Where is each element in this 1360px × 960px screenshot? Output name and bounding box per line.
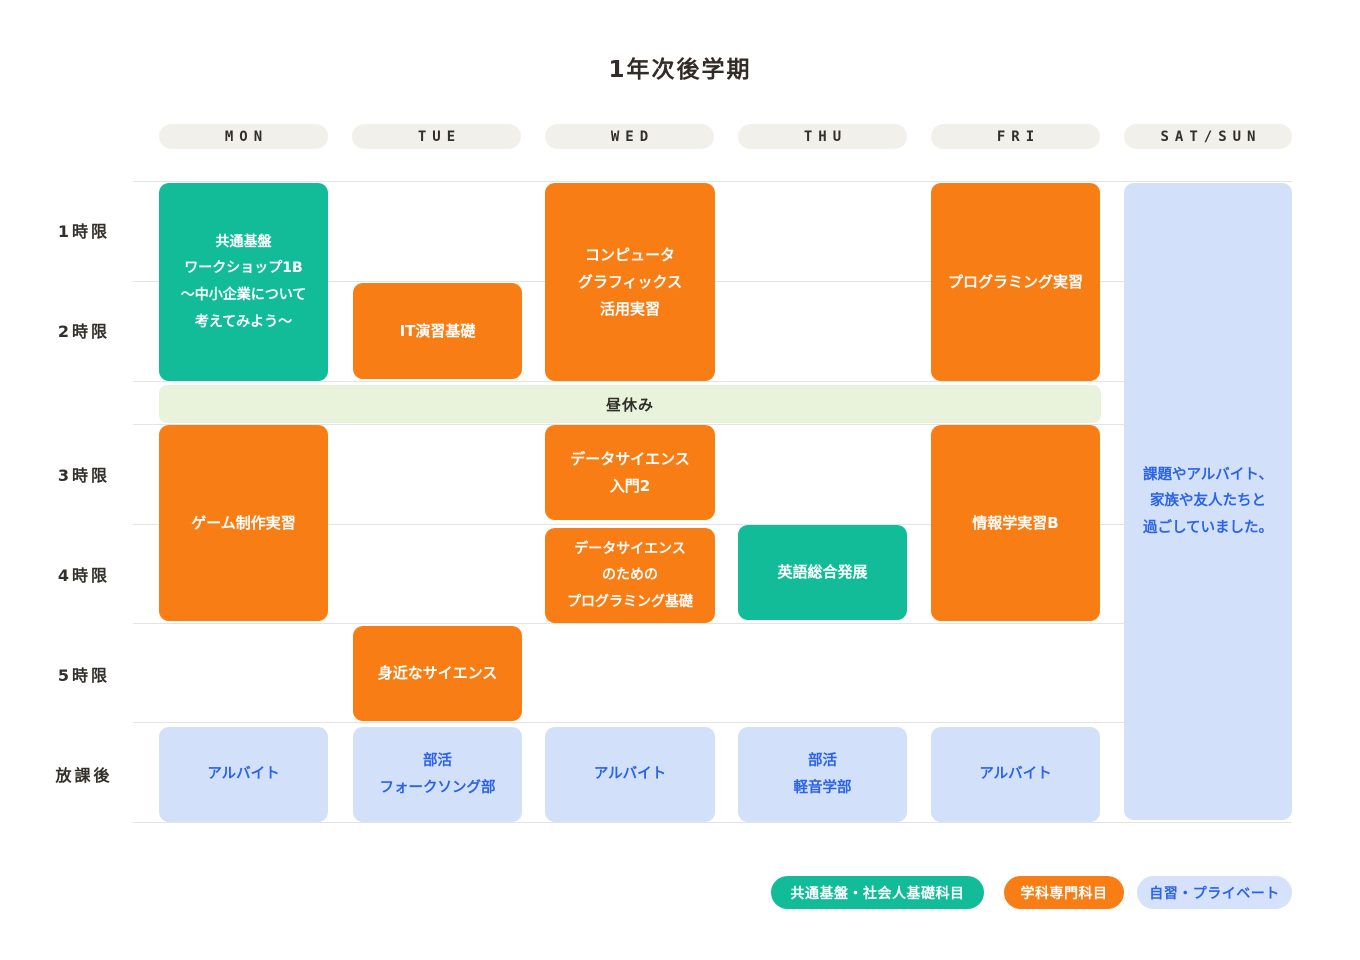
day-header-satsun-label: SAT/SUN	[1160, 128, 1262, 145]
class-cell-mon-game: ゲーム制作実習	[159, 425, 328, 621]
day-header-wed-label: WED	[610, 128, 655, 145]
gridline	[133, 381, 1292, 382]
period-label-1: 1時限	[57, 222, 111, 241]
day-header-tue-label: TUE	[417, 128, 462, 145]
class-cell-wed-cg-label: コンピュータ グラフィックス 活用実習	[577, 245, 683, 318]
day-header-thu-label: THU	[803, 128, 848, 145]
day-header-wed: WED	[545, 124, 714, 149]
class-cell-fri-informatics-label: 情報学実習B	[972, 513, 1059, 532]
afterschool-cell-thu: 部活 軽音学部	[738, 727, 907, 822]
day-header-fri-label: FRI	[996, 128, 1041, 145]
day-header-mon: MON	[159, 124, 328, 149]
legend-major-subjects-label: 学科専門科目	[1020, 885, 1108, 902]
lunch-break-label: 昼休み	[605, 395, 654, 414]
gridline	[133, 424, 1292, 425]
class-cell-tue-science: 身近なサイエンス	[353, 626, 522, 721]
weekend-note-cell: 課題やアルバイト、 家族や友人たちと 過ごしていました。	[1124, 183, 1292, 820]
class-cell-mon-workshop-label: 共通基盤 ワークショップ1B 〜中小企業について 考えてみよう〜	[180, 233, 307, 330]
legend-major-subjects: 学科専門科目	[1004, 876, 1124, 909]
class-cell-tue-it-basics: IT演習基礎	[353, 283, 522, 379]
day-header-satsun: SAT/SUN	[1124, 124, 1292, 149]
gridline	[133, 822, 1292, 823]
class-cell-fri-programming: プログラミング実習	[931, 183, 1100, 381]
afterschool-cell-fri: アルバイト	[931, 727, 1100, 822]
class-cell-thu-english: 英語総合発展	[738, 525, 907, 620]
afterschool-cell-wed: アルバイト	[545, 727, 715, 822]
class-cell-wed-ds-intro: データサイエンス 入門2	[545, 425, 715, 520]
class-cell-mon-workshop: 共通基盤 ワークショップ1B 〜中小企業について 考えてみよう〜	[159, 183, 328, 381]
period-label-2: 2時限	[57, 322, 111, 341]
gridline	[133, 181, 1292, 182]
page-title: 1年次後学期	[608, 57, 752, 83]
day-header-thu: THU	[738, 124, 907, 149]
gridline	[133, 623, 1292, 624]
class-cell-wed-cg: コンピュータ グラフィックス 活用実習	[545, 183, 715, 381]
class-cell-tue-science-label: 身近なサイエンス	[377, 664, 498, 682]
gridline	[133, 524, 1292, 525]
weekend-note-label: 課題やアルバイト、 家族や友人たちと 過ごしていました。	[1142, 467, 1274, 536]
legend-private-study: 自習・プライベート	[1137, 876, 1292, 909]
class-cell-wed-ds-prog: データサイエンス のための プログラミング基礎	[545, 528, 715, 623]
period-label-5: 5時限	[57, 666, 111, 685]
period-label-afterschool: 放課後	[55, 766, 113, 785]
afterschool-cell-wed-label: アルバイト	[593, 766, 667, 783]
class-cell-wed-ds-prog-label: データサイエンス のための プログラミング基礎	[567, 540, 693, 610]
day-header-mon-label: MON	[224, 128, 269, 145]
afterschool-cell-mon: アルバイト	[159, 727, 328, 822]
afterschool-cell-tue-label: 部活 フォークソング部	[379, 753, 496, 796]
class-cell-fri-informatics: 情報学実習B	[931, 425, 1100, 621]
legend-private-study-label: 自習・プライベート	[1149, 885, 1280, 902]
period-label-3: 3時限	[57, 466, 111, 485]
class-cell-fri-programming-label: プログラミング実習	[947, 272, 1083, 291]
class-cell-wed-ds-intro-label: データサイエンス 入門2	[570, 449, 690, 495]
afterschool-cell-tue: 部活 フォークソング部	[353, 727, 522, 822]
legend-common-subjects: 共通基盤・社会人基礎科目	[771, 876, 984, 909]
class-cell-mon-game-label: ゲーム制作実習	[191, 513, 296, 532]
gridline	[133, 722, 1292, 723]
lunch-break-band: 昼休み	[159, 385, 1101, 423]
legend-common-subjects-label: 共通基盤・社会人基礎科目	[790, 885, 965, 902]
period-label-4: 4時限	[57, 566, 111, 585]
afterschool-cell-thu-label: 部活 軽音学部	[793, 753, 852, 796]
afterschool-cell-fri-label: アルバイト	[979, 766, 1052, 783]
class-cell-thu-english-label: 英語総合発展	[777, 563, 868, 581]
afterschool-cell-mon-label: アルバイト	[207, 766, 280, 783]
class-cell-tue-it-basics-label: IT演習基礎	[399, 321, 476, 340]
day-header-tue: TUE	[352, 124, 521, 149]
day-header-fri: FRI	[931, 124, 1100, 149]
